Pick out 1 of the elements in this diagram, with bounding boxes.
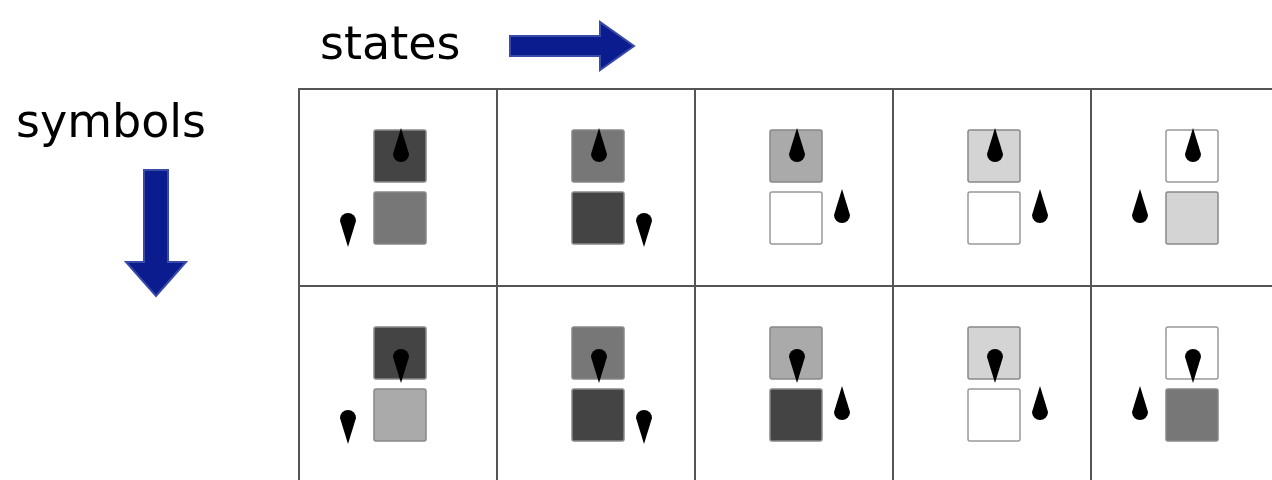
- axis-label: states: [320, 20, 461, 66]
